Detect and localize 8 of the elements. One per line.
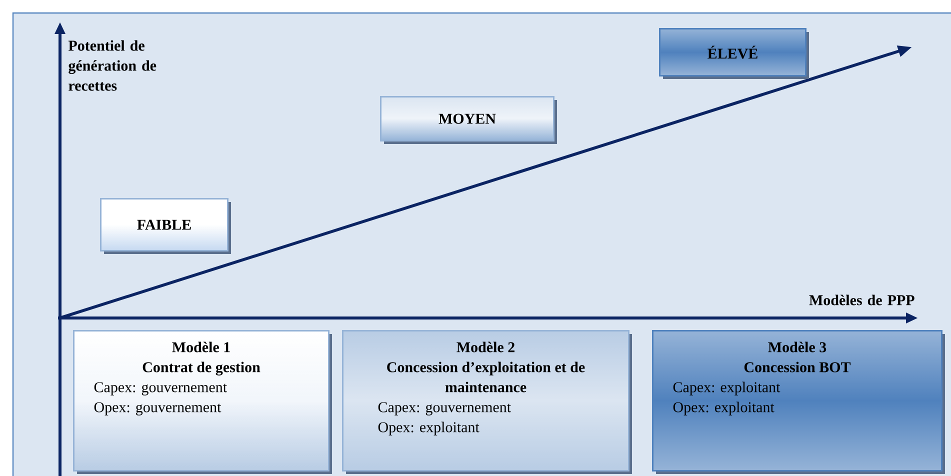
- level-box: MOYEN: [380, 96, 557, 144]
- model-box: Modèle 2 Concession d’exploitation et de maintenance Capex: gouvernement Opex: exploitant: [342, 330, 632, 474]
- axis-label: Potentiel de génération de recettes: [68, 40, 156, 91]
- model-box: Modèle 1 Contrat de gestion Capex: gouvernement Opex: gouvernement: [73, 330, 332, 474]
- level-box: ÉLEVÉ: [659, 28, 809, 79]
- axis-label: Modèles de PPP: [809, 294, 914, 306]
- model-box: Modèle 3 Concession BOT Capex: exploitant Opex: exploitant: [652, 330, 945, 474]
- level-box: FAIBLE: [100, 198, 231, 254]
